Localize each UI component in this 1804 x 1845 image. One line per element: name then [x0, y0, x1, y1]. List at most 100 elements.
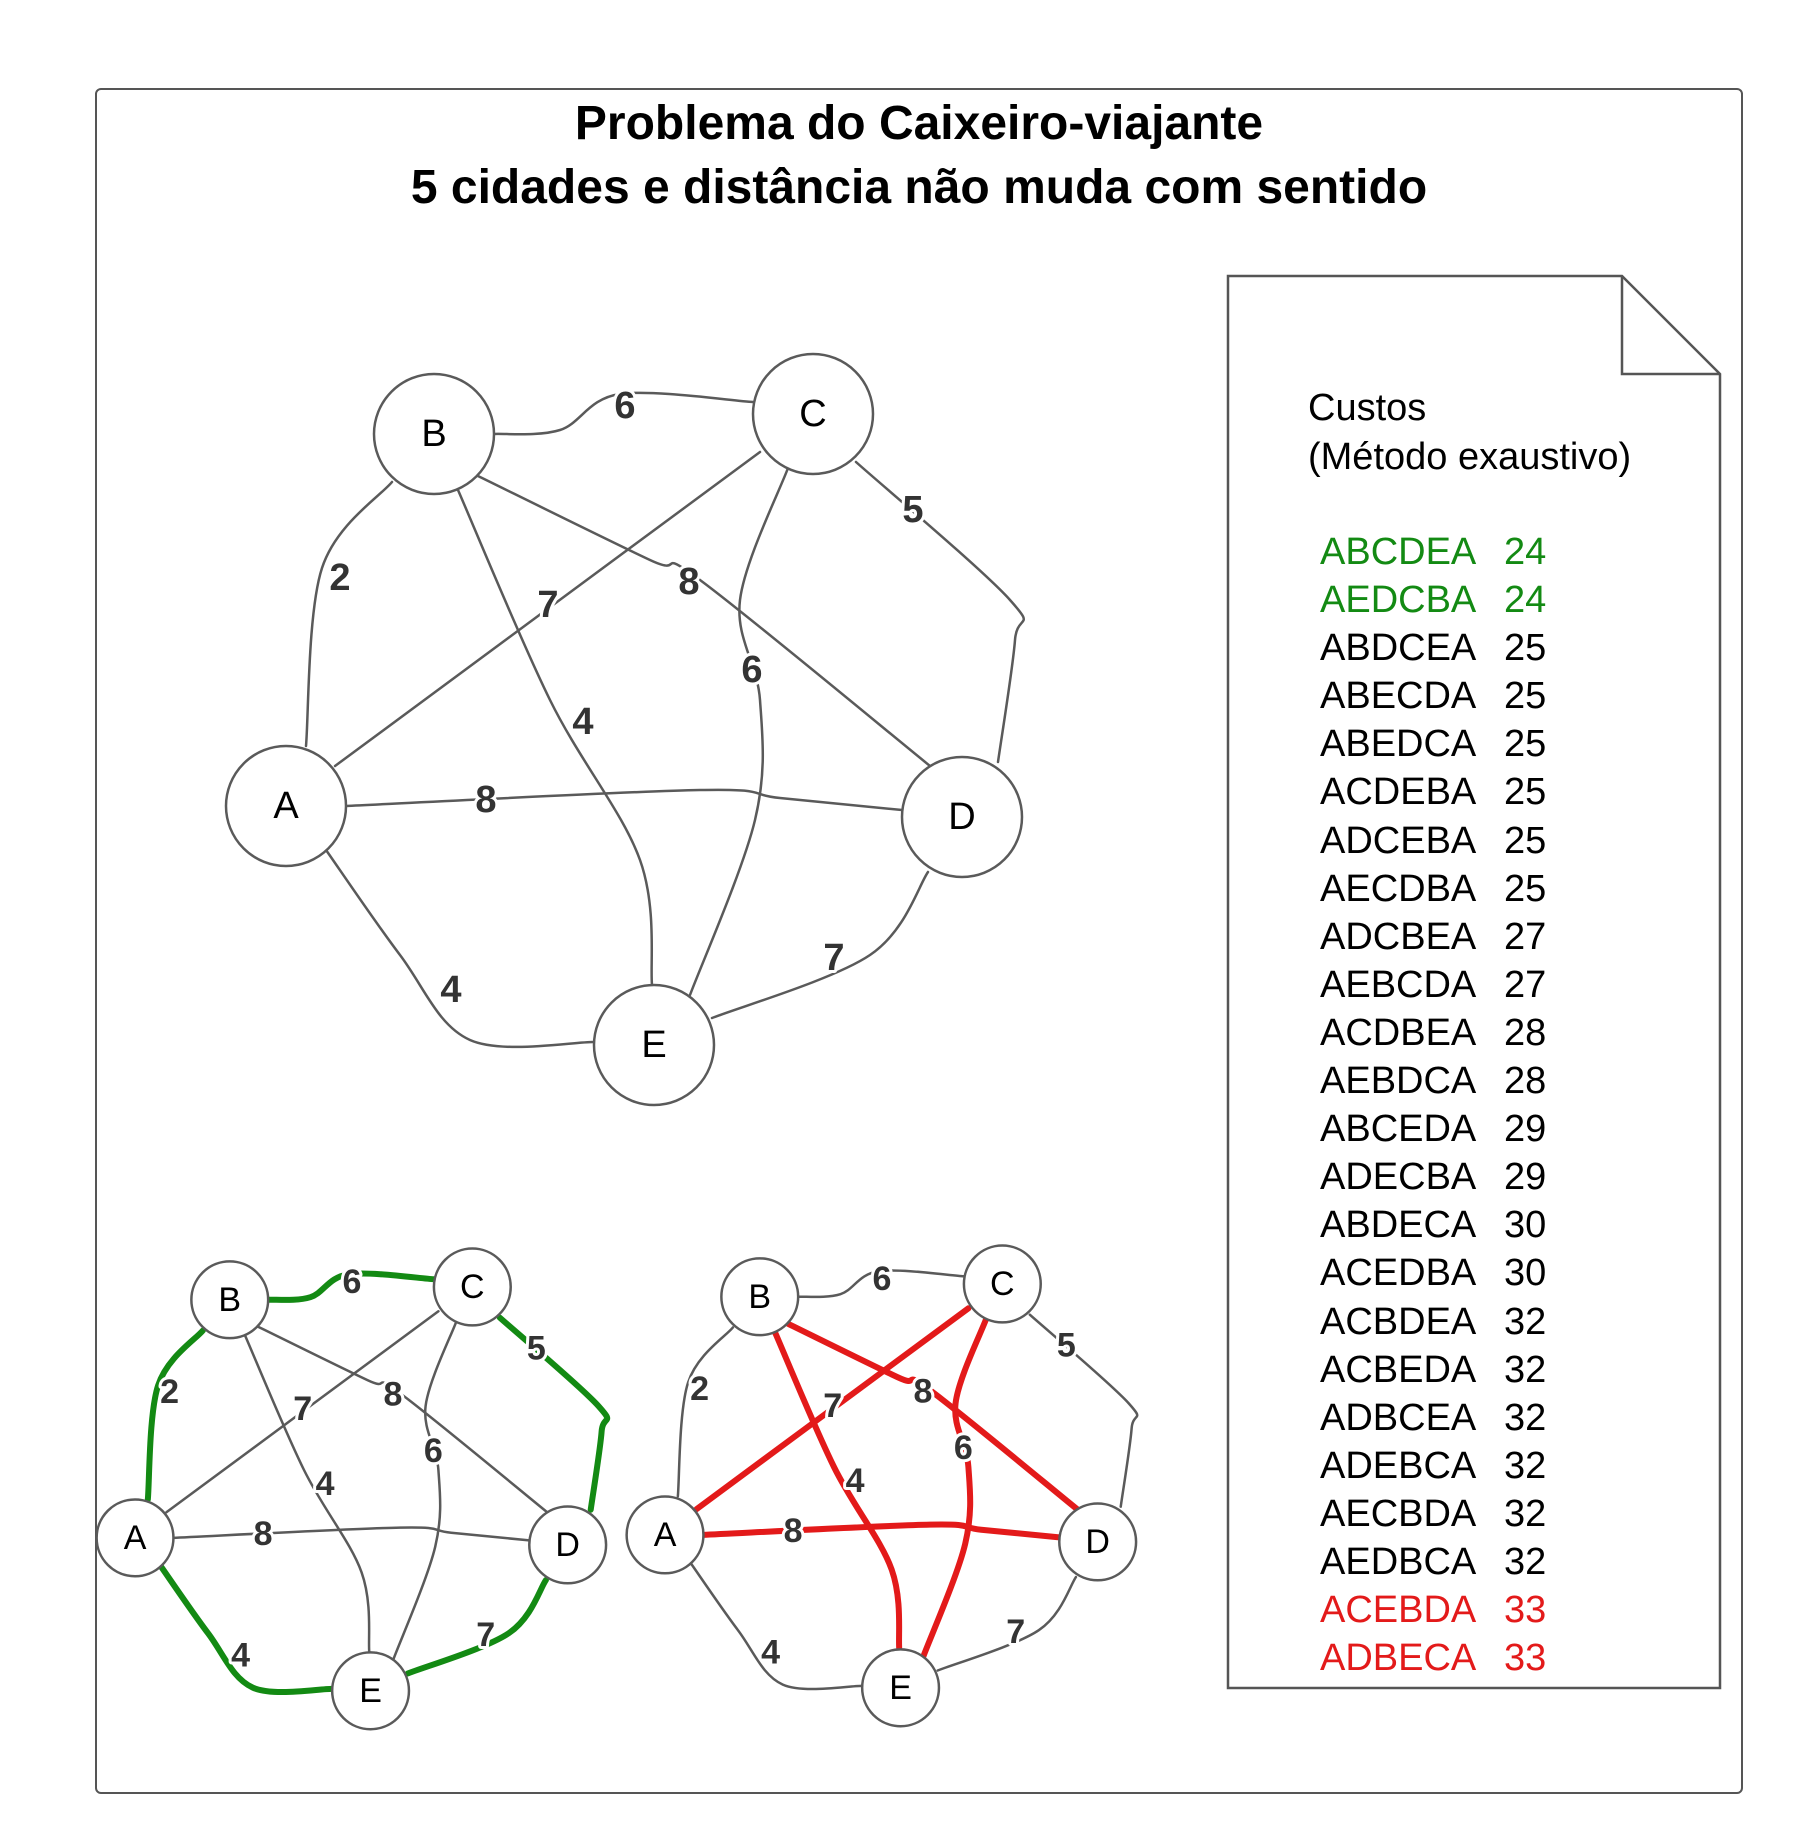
main-node-label: A [273, 785, 299, 827]
worst-edge-be [772, 1329, 903, 1653]
worst-edges [676, 1269, 1139, 1691]
cost-value: 32 [1504, 1444, 1547, 1487]
worst-weight-ce: 6 [954, 1429, 973, 1467]
diagram-frame [95, 88, 1743, 1794]
worst-node-label: A [654, 1516, 677, 1554]
best-weight-ea: 4 [231, 1637, 250, 1675]
cost-value: 32 [1504, 1492, 1547, 1535]
cost-route: ABECDA [1320, 675, 1477, 718]
main-edge-bd [476, 474, 932, 768]
best-node-a: A [95, 1498, 175, 1578]
worst-edge-bd [784, 1320, 1081, 1513]
cost-route: ABEDCA [1320, 723, 1477, 766]
cost-value: 32 [1504, 1396, 1547, 1439]
main-weight-bd: 8 [678, 561, 699, 603]
cost-value: 33 [1504, 1637, 1547, 1680]
main-edge-ea [324, 848, 596, 1049]
worst-edge-bc [796, 1269, 966, 1299]
best-edge-ce [392, 1320, 458, 1661]
best-node-label: E [359, 1672, 382, 1710]
main-weight-ea: 4 [440, 969, 461, 1011]
cost-value: 30 [1504, 1252, 1547, 1295]
worst-edge-ce [920, 1315, 990, 1659]
best-weight-de: 7 [476, 1616, 495, 1654]
worst-node-b: B [720, 1257, 800, 1337]
worst-node-a: A [625, 1495, 705, 1575]
cost-route: ABDCEA [1320, 627, 1477, 670]
worst-edge-ac [693, 1305, 972, 1513]
best-node-circle [528, 1505, 608, 1585]
main-weight-cd: 5 [902, 489, 923, 531]
best-edge-ab [144, 1327, 206, 1503]
worst-weight-cd: 5 [1057, 1326, 1076, 1364]
cost-value: 32 [1504, 1348, 1547, 1391]
worst-weight-bd: 8 [913, 1372, 932, 1410]
cost-value: 33 [1504, 1589, 1547, 1632]
main-node-a: A [224, 744, 348, 868]
cost-route: ABCDEA [1320, 531, 1477, 573]
page-title: Problema do Caixeiro-viajante 5 cidades … [95, 92, 1743, 220]
main-edge-be [456, 488, 654, 987]
note-sheet [1226, 274, 1722, 1690]
cost-route: AEBCDA [1320, 963, 1477, 1006]
cost-route: AECBDA [1320, 1492, 1477, 1535]
worst-edge-ea [689, 1561, 864, 1691]
best-node-d: D [528, 1505, 608, 1585]
cost-value: 25 [1504, 867, 1547, 910]
worst-node-circle [1058, 1502, 1138, 1582]
main-edge-ac [333, 450, 762, 768]
worst-edge-de [936, 1575, 1078, 1672]
main-weight-de: 7 [823, 937, 844, 979]
main-edge-de [710, 870, 930, 1020]
main-edge-bc [492, 391, 755, 436]
cost-route: ACEBDA [1320, 1589, 1477, 1632]
best-edge-ea [157, 1563, 336, 1695]
cost-value: 25 [1504, 819, 1547, 862]
best-weight-ac: 7 [293, 1390, 312, 1428]
cost-route: ABCEDA [1320, 1108, 1477, 1151]
cost-route: ADCEBA [1320, 819, 1477, 862]
cost-value: 25 [1504, 723, 1547, 766]
cost-route: ACBDEA [1320, 1300, 1477, 1343]
worst-edge-ad [700, 1521, 1063, 1541]
main-node-circle [372, 372, 496, 496]
worst-node-label: C [990, 1265, 1015, 1303]
main-node-b: B [372, 372, 496, 496]
cost-route: ADBECA [1320, 1637, 1477, 1680]
cost-route: ABDECA [1320, 1204, 1477, 1247]
best-weight-ad: 8 [254, 1515, 273, 1553]
main-node-label: E [641, 1024, 666, 1066]
best-node-c: C [432, 1247, 512, 1327]
main-edge-ad [344, 788, 904, 812]
main-edges [304, 391, 1025, 1049]
worst-node-label: E [889, 1669, 912, 1707]
worst-weight-bc: 6 [873, 1260, 892, 1298]
main-node-circle [751, 352, 875, 476]
cost-row: ABEDCA 25 [1320, 720, 1546, 768]
best-weight-ab: 2 [160, 1373, 179, 1411]
cost-note [1226, 274, 1722, 1690]
cost-value: 32 [1504, 1300, 1547, 1343]
worst-weight-ea: 4 [761, 1634, 780, 1672]
worst-weight-de: 7 [1006, 1613, 1025, 1651]
best-node-circle [190, 1260, 270, 1340]
cost-route: AECDBA [1320, 867, 1477, 910]
best-node-label: D [555, 1526, 580, 1564]
worst-node-c: C [962, 1244, 1042, 1324]
cost-note-heading: Custos [1308, 387, 1427, 429]
main-node-label: B [421, 413, 446, 455]
worst-node-circle [860, 1648, 941, 1728]
main-edge-ce [688, 466, 790, 997]
main-edge-cd [854, 460, 1025, 764]
main-node-d: D [900, 755, 1024, 879]
